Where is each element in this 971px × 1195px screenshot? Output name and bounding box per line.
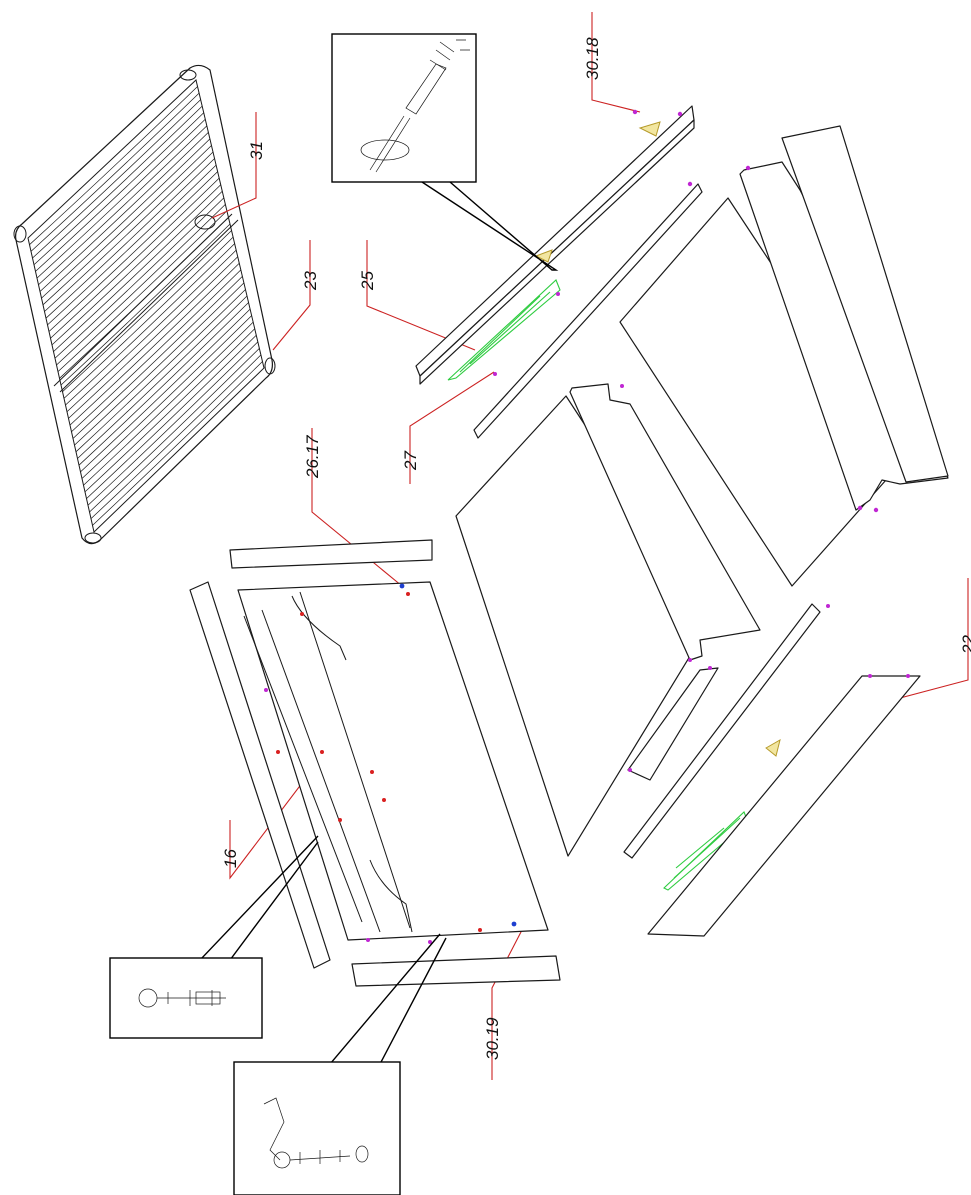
slatted-bed-base xyxy=(13,64,276,545)
bed-slat xyxy=(57,210,228,372)
bed-slat xyxy=(50,177,220,339)
part-labels: 30.18 31 23 25 27 26.17 22 16 30.19 xyxy=(221,37,971,1060)
hex-key-bolt-icon xyxy=(263,1097,369,1169)
bed-slat xyxy=(78,302,249,466)
bed-slat xyxy=(44,151,214,312)
screwdriver-screw-icon xyxy=(360,39,470,173)
bed-slat xyxy=(45,158,215,319)
bed-slat xyxy=(54,197,225,359)
bed-slat xyxy=(63,236,234,399)
bed-slat xyxy=(30,92,200,252)
bed-slat xyxy=(47,164,217,326)
label-30-19: 30.19 xyxy=(483,1017,502,1060)
bed-slat xyxy=(42,145,212,306)
bed-slat xyxy=(86,335,257,499)
bed-slat xyxy=(48,171,218,332)
bed-slat xyxy=(92,361,263,526)
label-31: 31 xyxy=(247,141,266,160)
bed-slat xyxy=(90,354,262,519)
bed-slat xyxy=(33,105,203,265)
bed-slat xyxy=(75,289,246,453)
bed-slat xyxy=(32,99,201,259)
bed-slat xyxy=(69,263,240,426)
bed-slat xyxy=(29,86,198,245)
label-30-18: 30.18 xyxy=(583,37,602,80)
bed-slat xyxy=(56,204,226,366)
label-26-17: 26.17 xyxy=(303,435,322,479)
bed-slat xyxy=(62,230,232,392)
bed-slat xyxy=(81,315,252,479)
label-27: 27 xyxy=(401,451,420,471)
footboard-side-panels xyxy=(623,603,921,937)
bed-slat xyxy=(38,125,208,286)
bed-slat xyxy=(80,308,251,473)
callout-screwdriver xyxy=(331,33,559,271)
headboard-side-panels xyxy=(415,105,949,587)
bed-slat xyxy=(39,132,209,292)
bed-slat xyxy=(35,112,204,272)
callout-wrench-bolt xyxy=(233,933,447,1195)
headboard-assembly xyxy=(189,539,561,987)
bed-slats xyxy=(29,86,263,526)
bed-slat xyxy=(36,119,206,279)
bed-slat xyxy=(60,223,231,386)
bed-slat xyxy=(71,269,242,433)
bed-slat xyxy=(72,276,243,439)
bed-slat xyxy=(66,249,237,412)
label-25: 25 xyxy=(358,271,377,291)
label-23: 23 xyxy=(301,271,320,291)
bed-slat xyxy=(89,348,260,513)
bed-slat xyxy=(87,341,259,506)
callout-cam-bolt xyxy=(109,835,319,1039)
cam-bolt-icon xyxy=(138,988,226,1008)
label-22: 22 xyxy=(959,635,971,655)
bed-slat xyxy=(65,243,235,406)
bed-slat xyxy=(53,191,223,352)
bed-slat xyxy=(83,321,254,486)
bed-slat xyxy=(77,295,248,459)
label-16: 16 xyxy=(221,849,240,868)
bed-slat xyxy=(51,184,221,346)
bed-slat xyxy=(74,282,245,446)
bed-slat xyxy=(84,328,255,493)
bed-slat xyxy=(41,138,211,299)
bed-slat xyxy=(68,256,238,419)
center-panels xyxy=(455,383,761,857)
